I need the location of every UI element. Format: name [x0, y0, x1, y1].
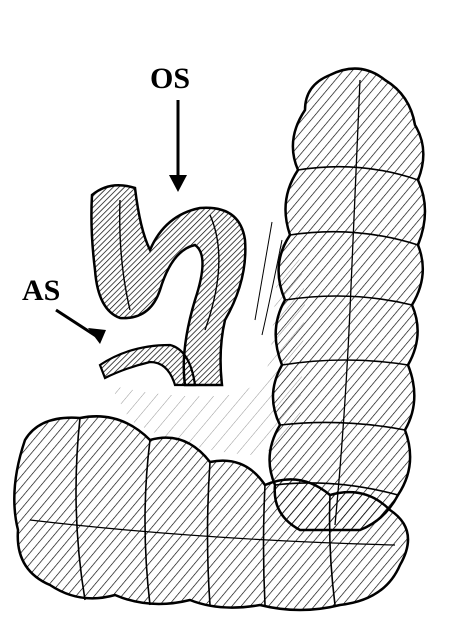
- as-arrow: [56, 310, 106, 344]
- as-label: AS: [22, 274, 60, 307]
- descending-colon: [270, 69, 425, 530]
- as-appendage: [100, 345, 195, 385]
- os-arrow: [169, 100, 187, 192]
- os-label: OS: [150, 62, 190, 95]
